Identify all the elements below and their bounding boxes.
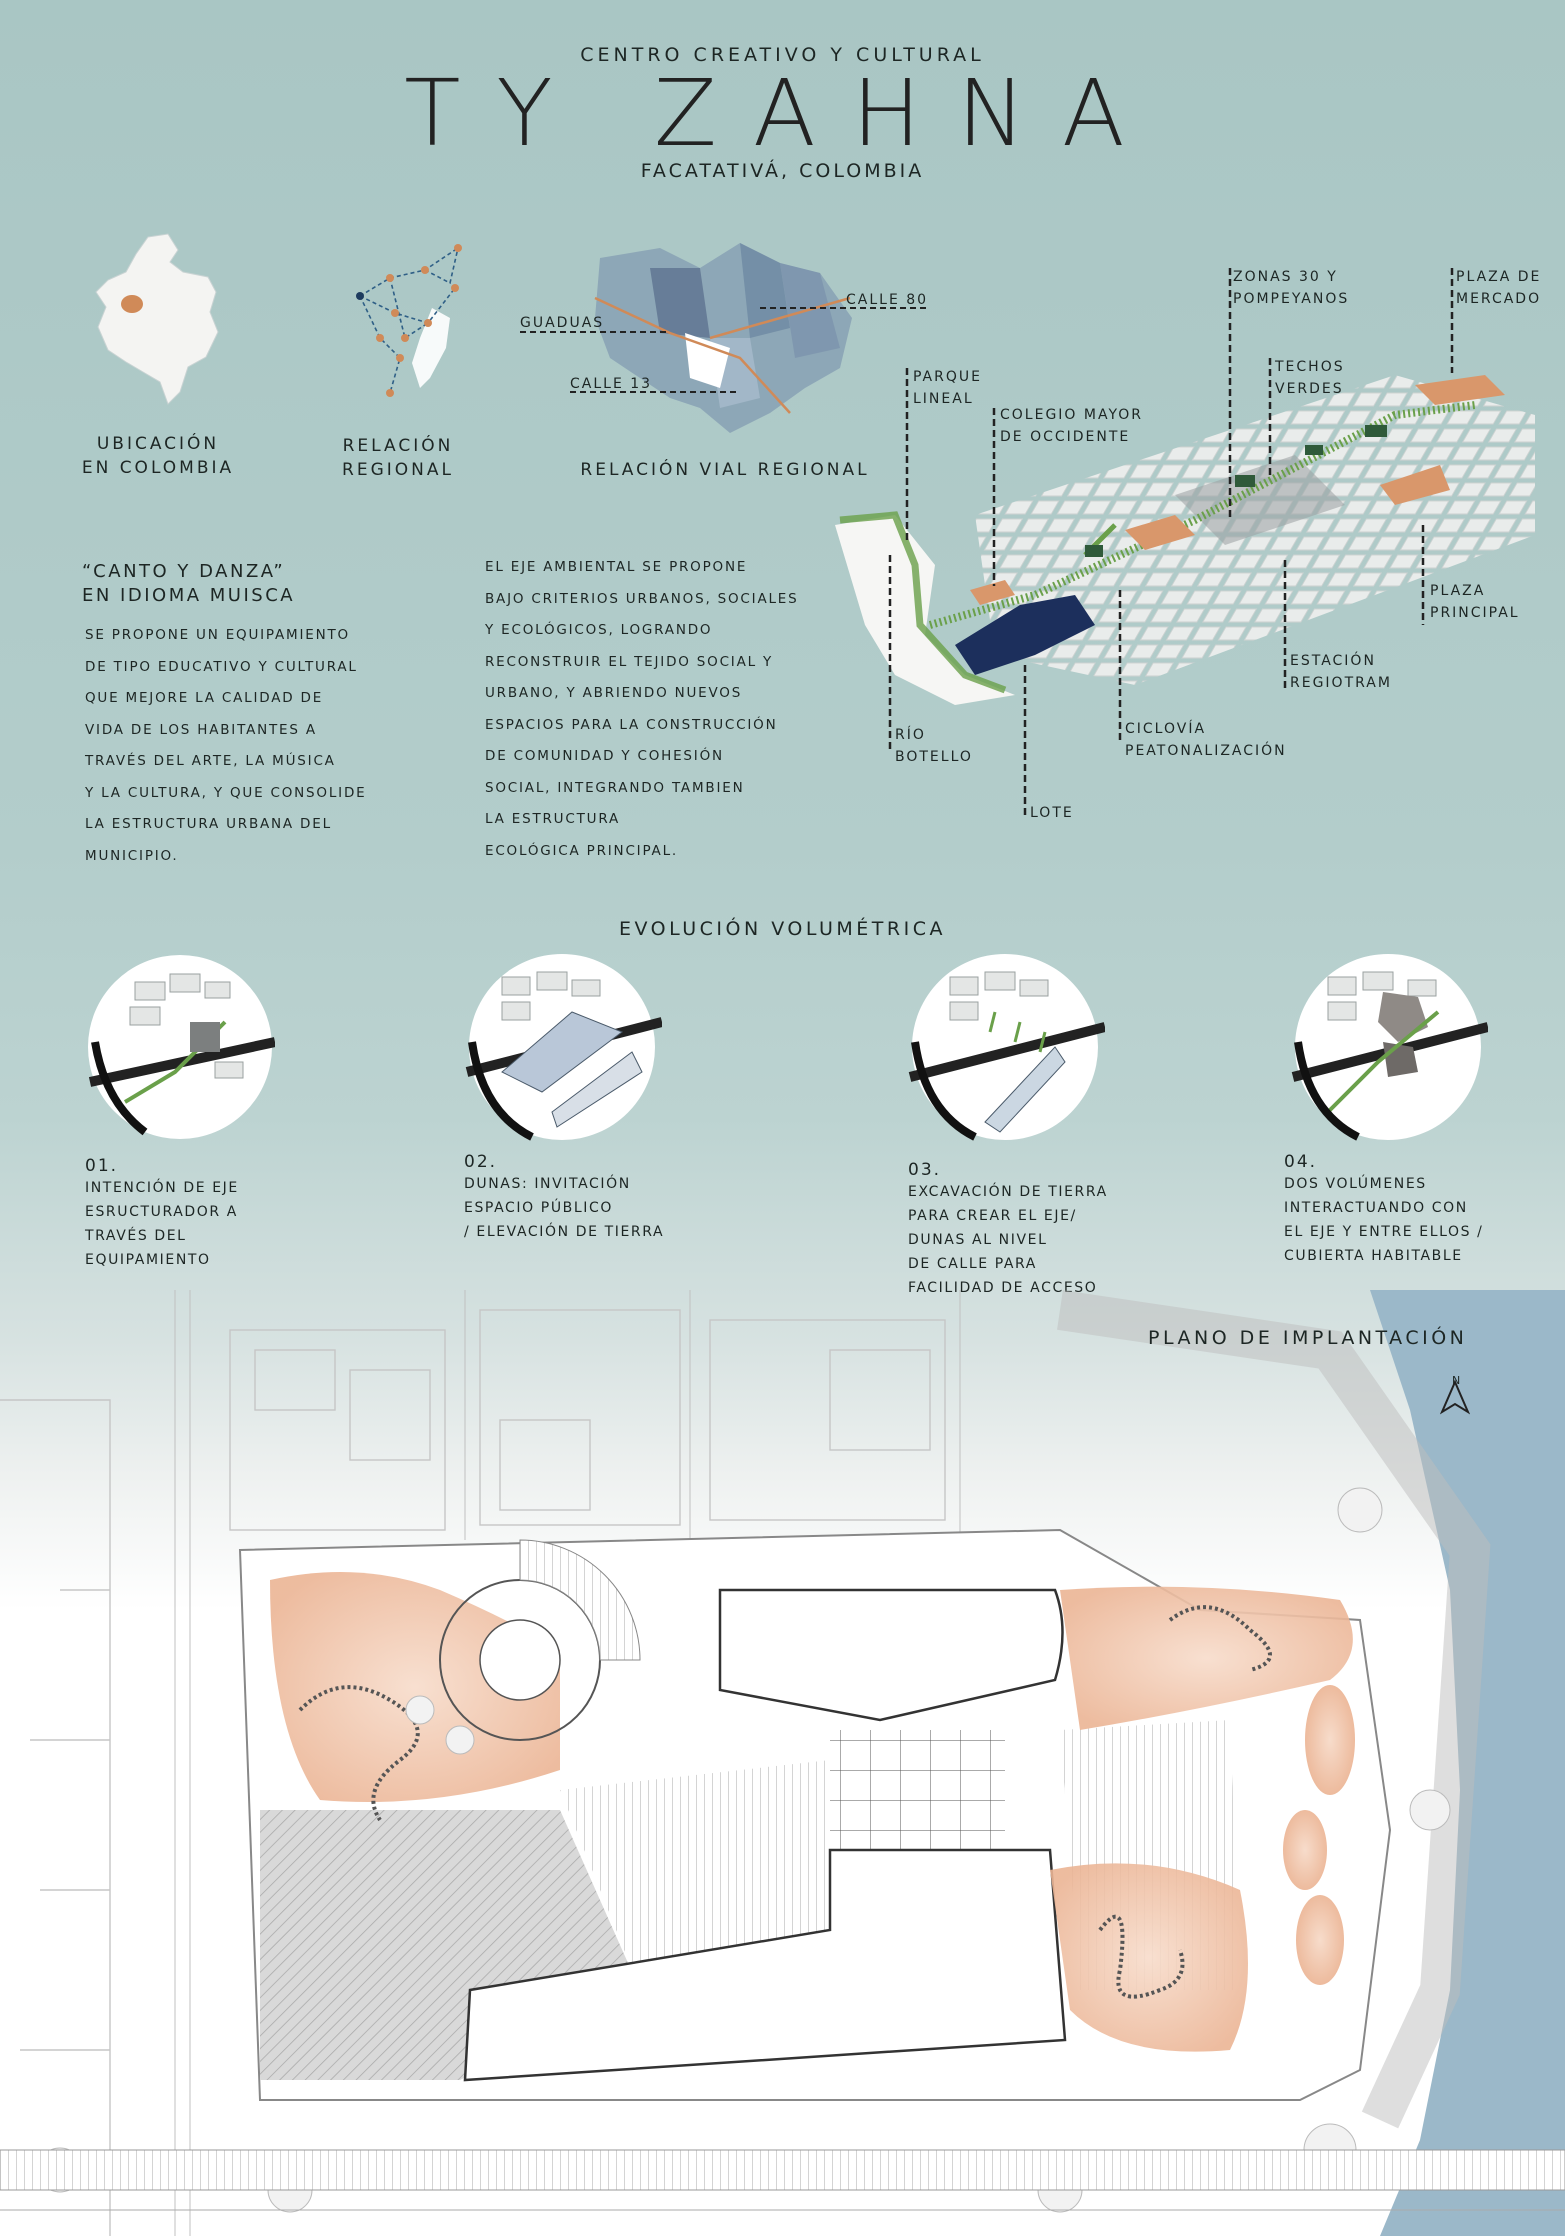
vial-map: [594, 243, 852, 433]
leader-zonas30: [1228, 268, 1232, 518]
north-arrow-icon: [1440, 1379, 1470, 1415]
leader-parque-lineal: [905, 368, 909, 543]
road-leader-calle80: [760, 307, 930, 309]
leader-plaza-mercado: [1450, 268, 1454, 373]
plan-title: PLANO DE IMPLANTACIÓN: [1148, 1327, 1468, 1349]
evolution-circle-4: [1291, 954, 1488, 1141]
concept-quote: “CANTO Y DANZA”EN IDIOMA MUISCA: [82, 561, 296, 606]
leader-lote: [1023, 665, 1027, 815]
leader-estacion-regiotram: [1283, 560, 1287, 690]
label-lote: LOTE: [1030, 805, 1074, 821]
leader-ciclovia: [1118, 590, 1122, 740]
evolution-circle-3: [908, 954, 1105, 1141]
evolution-circle-2: [465, 954, 662, 1141]
evolution-title: EVOLUCIÓN VOLUMÉTRICA: [619, 918, 946, 940]
evolution-circle-1: [88, 955, 275, 1139]
leader-colegio-mayor: [992, 408, 996, 586]
project-subtitle: CENTRO CREATIVO Y CULTURAL: [580, 44, 985, 66]
colombia-map: [95, 233, 219, 405]
road-label-guaduas: GUADUAS: [520, 315, 605, 331]
project-title: TY ZAHNA: [404, 60, 1161, 167]
leader-plaza-principal: [1421, 525, 1425, 625]
leader-rio-botello: [888, 555, 892, 750]
north-label: N: [1452, 1374, 1461, 1387]
regional-map: [356, 244, 462, 397]
project-location: FACATATIVÁ, COLOMBIA: [640, 160, 925, 182]
aerial-axonometric: [835, 375, 1535, 705]
leader-techos-verdes: [1268, 358, 1272, 478]
road-label-calle80: CALLE 80: [846, 292, 929, 308]
vial-caption: RELACIÓN VIAL REGIONAL: [580, 460, 870, 480]
road-leader-calle13: [570, 391, 740, 393]
road-label-calle13: CALLE 13: [570, 376, 653, 392]
site-plan: [0, 1290, 1565, 2236]
road-leader-guaduas: [520, 331, 670, 333]
